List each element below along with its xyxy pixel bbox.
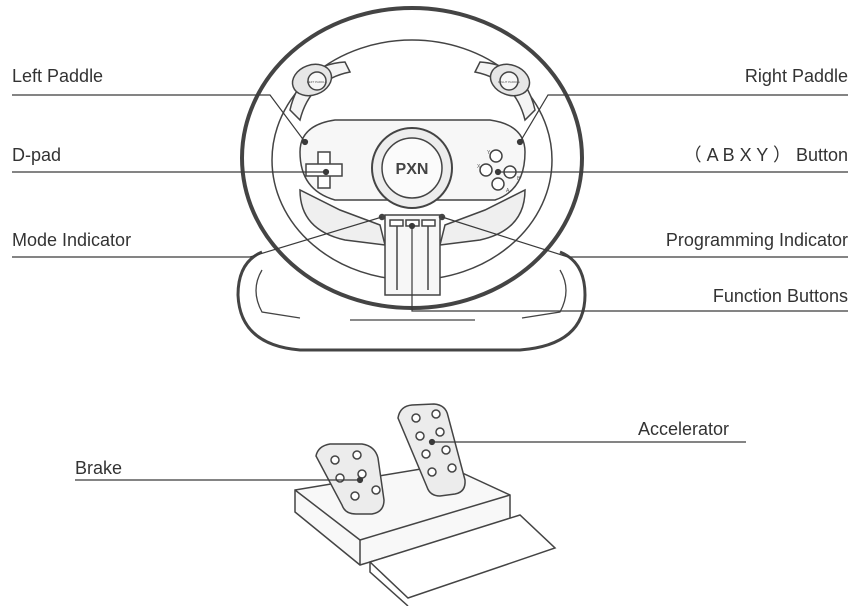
wheel-base-inner [255,269,567,319]
callout-left-paddle [12,94,306,143]
face-label-a: A [506,188,510,194]
function-button-1 [389,219,404,227]
button-a-shape [491,177,505,191]
callout-mode-indicator [12,216,383,258]
paddle-left-text: LEFT PADDLE [307,80,327,84]
steering-wheel [236,6,587,352]
pedal-unit [294,403,557,606]
wheel-logo: PXN [396,161,429,178]
face-label-b: B [517,176,521,182]
label-programming-indicator: Programming Indicator [665,230,848,250]
lower-spoke-right [439,188,526,246]
callout-function-buttons [411,226,848,312]
function-button-3 [421,219,436,227]
button-y-shape [489,149,503,163]
label-abxy-button: （ A B X Y ） Button [683,145,848,165]
paddle-right-text: RIGHT PADDLE [498,80,520,84]
label-dpad: D-pad [12,145,62,165]
label-function-buttons: Function Buttons [712,286,848,306]
label-brake: Brake [75,458,123,478]
pedal-footrest [368,514,557,599]
label-accelerator: Accelerator [638,419,730,439]
label-left-paddle: Left Paddle [12,66,104,86]
button-x-shape [479,163,493,177]
label-mode-indicator: Mode Indicator [12,230,132,250]
face-label-x: X [477,164,481,170]
label-right-paddle: Right Paddle [744,66,848,86]
brake-pedal-shape [315,443,385,515]
lower-spoke-left [299,188,386,246]
callout-lines [12,94,848,484]
accelerator-pedal-shape [397,403,466,497]
callout-programming-indicator [441,216,848,258]
face-label-y: Y [487,150,491,156]
callout-right-paddle [519,94,848,143]
